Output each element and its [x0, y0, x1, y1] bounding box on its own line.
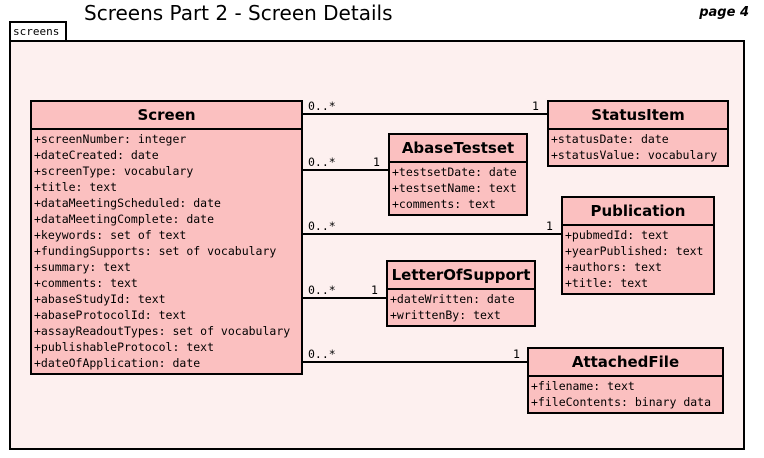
- multiplicity-target-letterofsupport: 1: [371, 283, 378, 297]
- attribute: +assayReadoutTypes: set of vocabulary: [34, 324, 291, 338]
- multiplicity-source-attachedfile: 0..*: [308, 347, 336, 361]
- class-name: StatusItem: [549, 102, 727, 130]
- class-name: Publication: [563, 198, 713, 226]
- attribute: +testsetDate: date: [392, 165, 517, 179]
- attribute: +screenNumber: integer: [34, 132, 187, 146]
- class-screen[interactable]: Screen +screenNumber: integer +dateCreat…: [30, 100, 303, 375]
- class-name: Screen: [32, 102, 301, 130]
- attribute: +fundingSupports: set of vocabulary: [34, 244, 277, 258]
- attribute: +publishableProtocol: text: [34, 340, 215, 354]
- attribute: +summary: text: [34, 260, 131, 274]
- attribute: +title: text: [565, 276, 649, 290]
- multiplicity-target-statusitem: 1: [532, 99, 539, 113]
- attribute: +dateWritten: date: [390, 292, 515, 306]
- attribute-list: +screenNumber: integer +dateCreated: dat…: [32, 130, 301, 373]
- class-name: AbaseTestset: [390, 135, 526, 163]
- attribute: +testsetName: text: [392, 181, 517, 195]
- attribute: +keywords: set of text: [34, 228, 187, 242]
- attribute: +screenType: vocabulary: [34, 164, 194, 178]
- attribute: +filename: text: [531, 379, 635, 393]
- attribute: +dataMeetingComplete: date: [34, 212, 215, 226]
- multiplicity-source-statusitem: 0..*: [308, 99, 336, 113]
- attribute-list: +testsetDate: date +testsetName: text +c…: [390, 163, 526, 214]
- multiplicity-source-abasetestset: 0..*: [308, 155, 336, 169]
- multiplicity-source-publication: 0..*: [308, 219, 336, 233]
- class-name: AttachedFile: [529, 349, 722, 377]
- attribute-list: +pubmedId: text +yearPublished: text +au…: [563, 226, 713, 293]
- attribute: +dataMeetingScheduled: date: [34, 196, 221, 210]
- multiplicity-target-publication: 1: [546, 219, 553, 233]
- package-tab: screens: [9, 21, 67, 41]
- multiplicity-source-letterofsupport: 0..*: [308, 283, 336, 297]
- attribute: +yearPublished: text: [565, 244, 704, 258]
- attribute: +writtenBy: text: [390, 308, 501, 322]
- page-title: Screens Part 2 - Screen Details: [84, 1, 393, 25]
- class-publication[interactable]: Publication +pubmedId: text +yearPublish…: [561, 196, 715, 295]
- multiplicity-target-attachedfile: 1: [513, 347, 520, 361]
- page-number: page 4: [699, 5, 749, 20]
- class-name: LetterOfSupport: [388, 262, 534, 290]
- attribute: +dateOfApplication: date: [34, 356, 201, 370]
- attribute: +dateCreated: date: [34, 148, 159, 162]
- attribute: +title: text: [34, 180, 118, 194]
- multiplicity-target-abasetestset: 1: [373, 155, 380, 169]
- attribute: +statusValue: vocabulary: [551, 148, 718, 162]
- attribute: +comments: text: [34, 276, 138, 290]
- attribute-list: +statusDate: date +statusValue: vocabula…: [549, 130, 727, 165]
- attribute: +abaseStudyId: text: [34, 292, 166, 306]
- attribute: +authors: text: [565, 260, 662, 274]
- class-abasetestset[interactable]: AbaseTestset +testsetDate: date +testset…: [388, 133, 528, 216]
- attribute: +pubmedId: text: [565, 228, 669, 242]
- attribute-list: +dateWritten: date +writtenBy: text: [388, 290, 534, 325]
- attribute: +comments: text: [392, 197, 496, 211]
- class-letterofsupport[interactable]: LetterOfSupport +dateWritten: date +writ…: [386, 260, 536, 327]
- attribute: +statusDate: date: [551, 132, 669, 146]
- class-attachedfile[interactable]: AttachedFile +filename: text +fileConten…: [527, 347, 724, 414]
- attribute: +abaseProtocolId: text: [34, 308, 187, 322]
- attribute-list: +filename: text +fileContents: binary da…: [529, 377, 722, 412]
- class-statusitem[interactable]: StatusItem +statusDate: date +statusValu…: [547, 100, 729, 167]
- attribute: +fileContents: binary data: [531, 395, 712, 409]
